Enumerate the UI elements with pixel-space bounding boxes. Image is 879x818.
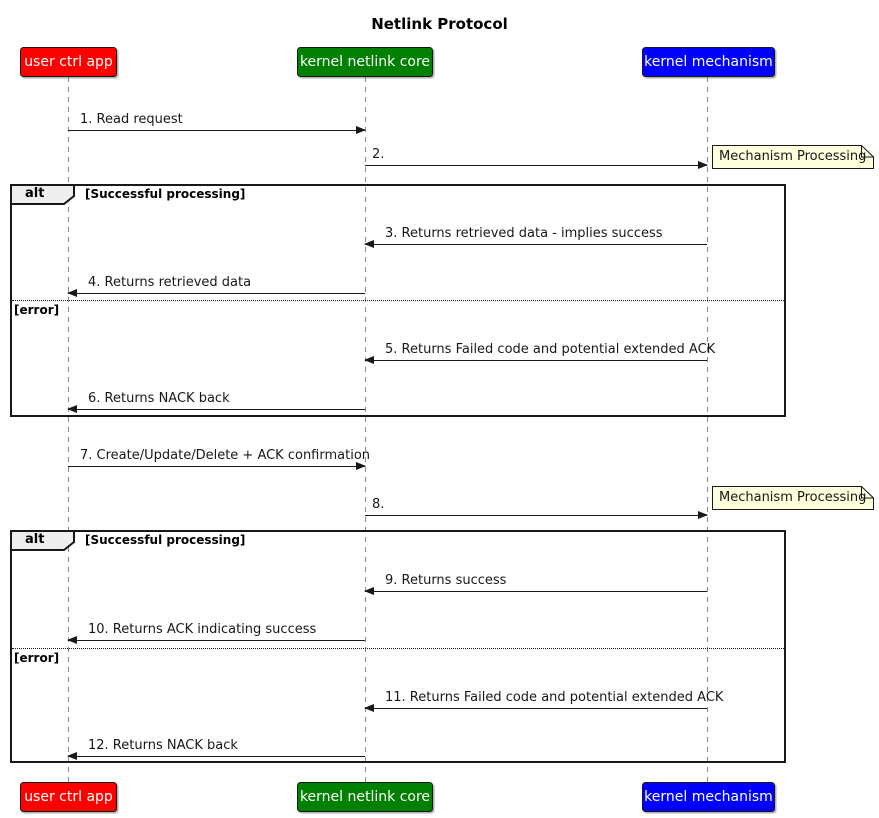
alt-frame-2-tab [10, 530, 75, 551]
message-label-8: 8. [372, 497, 385, 512]
alt-frame-2-else-label: [error] [14, 651, 60, 665]
message-arrow-8 [365, 511, 708, 519]
participant-label: kernel netlink core [299, 54, 431, 70]
arrowhead-right-icon [698, 161, 708, 169]
participant-kernel-mechanism-top: kernel mechanism [642, 47, 775, 77]
diagram-title: Netlink Protocol [371, 15, 508, 33]
participant-label: kernel netlink core [299, 789, 431, 805]
message-arrow-10 [67, 636, 365, 644]
message-label-7: 7. Create/Update/Delete + ACK confirmati… [80, 448, 371, 463]
alt-frame-1-tab [10, 184, 75, 205]
message-arrow-7 [68, 462, 366, 470]
participant-label: kernel mechanism [644, 789, 773, 805]
message-label-10: 10. Returns ACK indicating success [88, 622, 317, 637]
message-arrow-2 [365, 161, 708, 169]
participant-kernel-mechanism-bottom: kernel mechanism [642, 782, 775, 812]
participant-label: user ctrl app [24, 54, 113, 70]
note-mechanism-processing-2: Mechanism Processing [712, 486, 874, 514]
message-label-5: 5. Returns Failed code and potential ext… [385, 342, 716, 357]
message-arrow-3 [364, 240, 707, 248]
alt-frame-1 [10, 184, 786, 417]
alt-frame-1-condition: [Successful processing] [85, 187, 246, 201]
arrowhead-left-icon [67, 636, 77, 644]
note-mechanism-processing-1: Mechanism Processing [712, 145, 874, 173]
message-arrow-6 [67, 405, 365, 413]
alt-frame-2-divider [12, 648, 784, 649]
message-label-3: 3. Returns retrieved data - implies succ… [385, 226, 663, 241]
message-label-11: 11. Returns Failed code and potential ex… [385, 690, 724, 705]
participant-label: user ctrl app [24, 789, 113, 805]
arrowhead-left-icon [67, 752, 77, 760]
arrowhead-right-icon [698, 511, 708, 519]
alt-frame-2 [10, 530, 786, 763]
participant-kernel-netlink-core-top: kernel netlink core [297, 47, 433, 77]
participant-kernel-netlink-core-bottom: kernel netlink core [297, 782, 433, 812]
lifeline-kernel-mechanism [707, 77, 708, 782]
message-label-9: 9. Returns success [385, 573, 507, 588]
alt-frame-1-operator: alt [25, 186, 45, 201]
arrowhead-left-icon [364, 356, 374, 364]
lifeline-user-ctrl-app [68, 77, 69, 782]
message-arrow-12 [67, 752, 365, 760]
message-arrow-11 [364, 704, 707, 712]
message-arrow-1 [68, 126, 366, 134]
participant-user-ctrl-app-bottom: user ctrl app [20, 782, 117, 812]
message-arrow-9 [364, 587, 707, 595]
alt-frame-2-condition: [Successful processing] [85, 533, 246, 547]
arrowhead-left-icon [364, 240, 374, 248]
message-label-2: 2. [372, 147, 385, 162]
note-label: Mechanism Processing [719, 149, 867, 164]
participant-user-ctrl-app-top: user ctrl app [20, 47, 117, 77]
arrowhead-left-icon [364, 587, 374, 595]
alt-frame-2-operator: alt [25, 532, 45, 547]
alt-frame-1-else-label: [error] [14, 303, 60, 317]
arrowhead-left-icon [67, 405, 77, 413]
arrowhead-right-icon [356, 462, 366, 470]
lifeline-kernel-netlink-core [365, 77, 366, 782]
message-label-1: 1. Read request [80, 112, 183, 127]
message-label-6: 6. Returns NACK back [88, 391, 230, 406]
message-arrow-4 [67, 289, 365, 297]
message-label-4: 4. Returns retrieved data [88, 275, 252, 290]
alt-frame-1-divider [12, 300, 784, 301]
arrowhead-left-icon [364, 704, 374, 712]
note-label: Mechanism Processing [719, 490, 867, 505]
message-label-12: 12. Returns NACK back [88, 738, 238, 753]
arrowhead-left-icon [67, 289, 77, 297]
arrowhead-right-icon [356, 126, 366, 134]
note-shape [712, 145, 874, 169]
message-arrow-5 [364, 356, 707, 364]
participant-label: kernel mechanism [644, 54, 773, 70]
note-shape [712, 486, 874, 510]
